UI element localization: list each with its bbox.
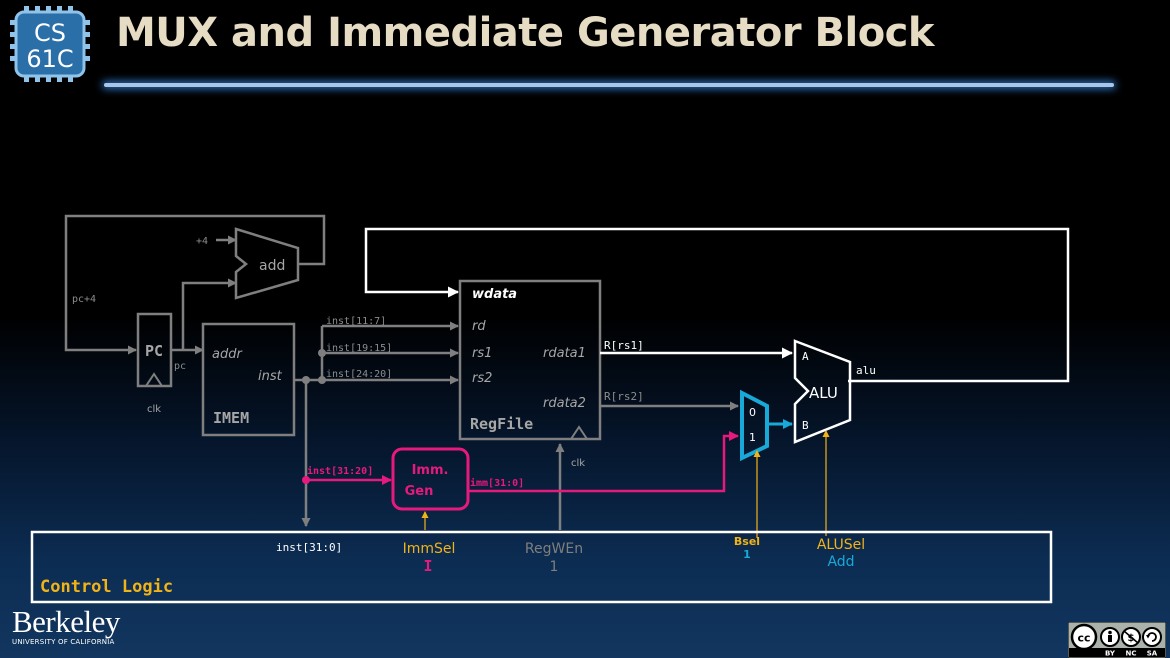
pc-clk-label: clk	[147, 404, 161, 415]
regfile-rs1-label: rs1	[472, 346, 492, 361]
sa-icon	[1142, 627, 1162, 647]
immgen-label-line1: Imm.	[412, 463, 449, 478]
wire-pc-to-adder	[181, 278, 237, 350]
junction-imm	[302, 476, 310, 484]
inst-24-20-label: inst[24:20]	[326, 369, 392, 380]
junction-inst-left	[302, 376, 310, 384]
imm-31-0-label: imm[31:0]	[470, 477, 524, 489]
alu-b-label: B	[802, 419, 809, 432]
bsel-mux	[740, 389, 769, 462]
pc-adder	[234, 227, 300, 300]
berkeley-wordmark: Berkeley	[12, 604, 120, 639]
wire-alu-writeback	[364, 227, 1070, 383]
regfile-wdata-label: wdata	[472, 287, 517, 302]
svg-text:$: $	[1128, 633, 1135, 644]
by-icon	[1100, 627, 1120, 647]
regwen-label: RegWEn	[525, 541, 583, 557]
bsel-value: 1	[743, 548, 751, 561]
cc-license-badge: cc $ BY NC SA	[1068, 622, 1166, 658]
cs61c-logo: CS 61C	[10, 6, 90, 82]
control-logic-block	[30, 530, 1053, 604]
plus4-label: +4	[196, 236, 208, 247]
immsel-value: I	[423, 557, 432, 575]
pc-clock-triangle	[145, 372, 163, 387]
bsel-label: Bsel	[734, 535, 760, 548]
inst-11-7-label: inst[11:7]	[326, 316, 386, 327]
inst-19-15-label: inst[19:15]	[326, 343, 392, 354]
page-title: MUX and Immediate Generator Block	[116, 10, 935, 56]
pc-plus4-label: pc+4	[72, 294, 96, 305]
immsel-label: ImmSel	[403, 541, 456, 557]
bsel-mux-in0: 0	[749, 406, 756, 419]
regfile-rdata1-label: rdata1	[543, 346, 586, 361]
alu-label: ALU	[809, 384, 838, 402]
berkeley-logo: Berkeley UNIVERSITY OF CALIFORNIA	[12, 606, 120, 646]
bsel-mux-in1: 1	[749, 431, 756, 444]
license-nc: NC	[1126, 650, 1137, 658]
regfile-label: RegFile	[470, 415, 533, 433]
junction-inst-top	[318, 349, 326, 357]
regfile-rs2-label: rs2	[472, 371, 492, 386]
regwen-value: 1	[550, 559, 559, 575]
immgen-block	[391, 447, 470, 511]
r-rs2-label: R[rs2]	[604, 390, 644, 403]
wire-pc-plus4-loop	[64, 214, 326, 355]
regfile-clock-triangle	[570, 425, 588, 440]
imem-inst-label: inst	[258, 369, 283, 384]
license-by: BY	[1105, 650, 1116, 658]
cc-icon: cc	[1070, 623, 1098, 651]
regfile-clk-label: clk	[571, 458, 585, 469]
pc-out-label: pc	[174, 361, 186, 372]
berkeley-subtitle: UNIVERSITY OF CALIFORNIA	[12, 638, 115, 646]
pc-register-label: PC	[145, 342, 163, 360]
junction-inst-mid	[318, 376, 326, 384]
regfile-rdata2-label: rdata2	[543, 396, 586, 411]
pc-register	[136, 312, 173, 388]
title-divider	[104, 83, 1114, 87]
imem-label: IMEM	[213, 409, 249, 427]
alusel-value: Add	[827, 554, 854, 570]
nc-icon: $	[1121, 627, 1141, 647]
inst-31-20-label: inst[31:20]	[307, 465, 373, 477]
alu-a-label: A	[802, 350, 809, 363]
imem-block	[201, 322, 296, 437]
imem-addr-label: addr	[212, 347, 243, 362]
r-rs1-label: R[rs1]	[604, 339, 644, 352]
control-logic-label: Control Logic	[40, 577, 173, 597]
logo-text-61c: 61C	[26, 45, 73, 73]
inst-31-0-label: inst[31:0]	[276, 541, 342, 554]
regfile-block	[458, 279, 602, 441]
alusel-label: ALUSel	[817, 537, 865, 553]
alu-block	[793, 339, 852, 444]
wire-imm-to-mux	[468, 431, 739, 493]
alu-out-label: alu	[856, 364, 876, 377]
svg-text:cc: cc	[1077, 632, 1090, 645]
regfile-rd-label: rd	[472, 319, 486, 334]
pc-adder-label: add	[259, 258, 285, 274]
immgen-label-line2: Gen	[405, 484, 434, 499]
logo-text-cs: CS	[34, 19, 66, 47]
license-sa: SA	[1147, 650, 1158, 658]
